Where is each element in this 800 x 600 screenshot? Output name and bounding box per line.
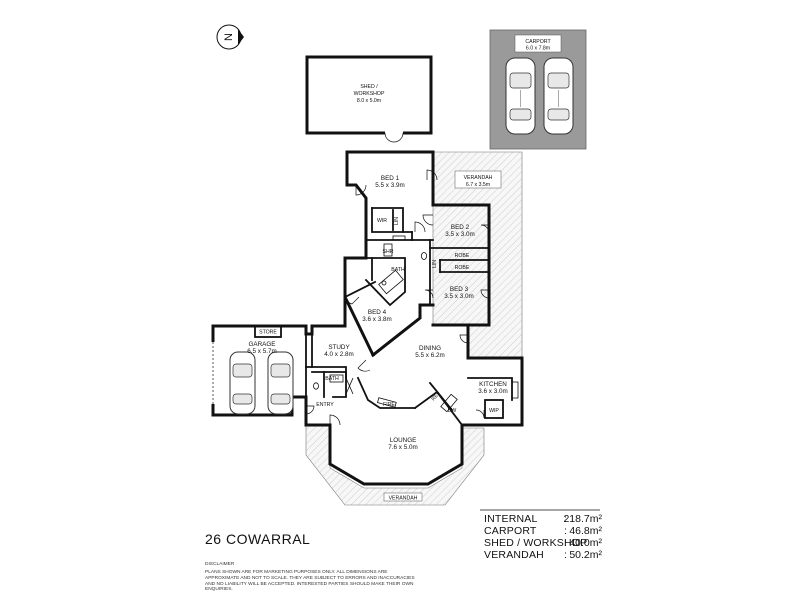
- entry-label: ENTRY: [316, 402, 334, 408]
- property-address: 26 COWARRAL: [205, 531, 311, 547]
- compass-north-letter: N: [223, 33, 235, 41]
- lounge-size: 7.6 x 5.0m: [388, 444, 417, 451]
- dishwasher-label: DW: [448, 408, 457, 414]
- verandah-north-label: VERANDAH: [464, 175, 493, 181]
- car-icon: [229, 351, 256, 415]
- carport-label: CARPORT: [525, 39, 551, 45]
- area-label-internal: INTERNAL: [484, 513, 538, 525]
- area-separator: :: [564, 525, 568, 537]
- study-size: 4.0 x 2.8m: [324, 351, 353, 358]
- shed-label-line2: WORKSHOP: [354, 91, 385, 97]
- verandah-north-size: 6.7 x 3.5m: [466, 182, 490, 188]
- car-icon: [267, 351, 294, 415]
- bed2-size: 3.5 x 3.0m: [445, 231, 474, 238]
- garage-cars: [211, 342, 294, 415]
- garage-size: 6.5 x 5.7m: [247, 348, 276, 355]
- car-icon: [543, 57, 574, 135]
- wip-label: WIP: [489, 408, 499, 414]
- verandah-south-label: VERANDAH: [389, 496, 418, 502]
- robe2-label: ROBE: [455, 265, 470, 271]
- doors: [283, 169, 490, 426]
- area-label-verandah: VERANDAH: [484, 549, 544, 561]
- store-label: STORE: [259, 330, 277, 336]
- fridge-label: REF: [431, 390, 442, 402]
- area-value-shed: 40.0m²: [569, 537, 602, 549]
- linen-label: LIN: [394, 217, 400, 225]
- area-value-internal: 218.7m²: [563, 513, 602, 525]
- bed3-size: 3.5 x 3.0m: [444, 293, 473, 300]
- fire-label: FIRE: [383, 402, 395, 408]
- area-value-verandah: 50.2m²: [569, 549, 602, 561]
- car-icon: [505, 57, 536, 135]
- area-label-shed: SHED / WORKSHOP: [484, 537, 588, 549]
- compass-icon: N: [216, 24, 244, 50]
- linen2-label: LIN: [432, 260, 438, 268]
- area-value-carport: 46.8m²: [569, 525, 602, 537]
- carport-size: 6.0 x 7.8m: [526, 46, 550, 52]
- bed1-label: BED 1: [381, 175, 400, 182]
- kitchen-label: KITCHEN: [479, 381, 507, 388]
- carport: CARPORT 6.0 x 7.8m: [489, 29, 587, 150]
- bed1-size: 5.5 x 3.9m: [375, 182, 404, 189]
- area-label-carport: CARPORT: [484, 525, 537, 537]
- interior-walls: [254, 207, 513, 427]
- garage-label: GARAGE: [249, 341, 276, 348]
- robe1-label: ROBE: [455, 253, 470, 259]
- area-separator: :: [564, 537, 568, 549]
- shed-label-line1: SHED /: [360, 84, 378, 90]
- area-separator: :: [564, 549, 568, 561]
- bed4-size: 3.6 x 3.8m: [362, 316, 391, 323]
- wir-label: WIR: [377, 218, 387, 224]
- bed2-label: BED 2: [451, 224, 470, 231]
- bath-main-label: BATH: [391, 267, 405, 273]
- disclaimer-title: DISCLAIMER: [205, 562, 235, 567]
- lounge-label: LOUNGE: [390, 437, 417, 444]
- kitchen-size: 3.6 x 3.0m: [478, 388, 507, 395]
- bed4-label: BED 4: [368, 309, 387, 316]
- area-separator: :: [564, 513, 568, 525]
- disclaimer-text: PLANS SHOWN ARE FOR MARKETING PURPOSES O…: [205, 570, 415, 593]
- shower-label: SHR: [383, 249, 394, 255]
- shed-size: 8.0 x 5.0m: [357, 98, 381, 104]
- shed-workshop: SHED / WORKSHOP 8.0 x 5.0m: [305, 55, 433, 143]
- dining-label: DINING: [419, 345, 441, 352]
- dining-size: 5.5 x 6.2m: [415, 352, 444, 359]
- bed3-label: BED 3: [450, 286, 469, 293]
- fixtures: [313, 235, 519, 413]
- study-label: STUDY: [328, 344, 350, 351]
- bath-entry-label: BATH: [325, 376, 339, 382]
